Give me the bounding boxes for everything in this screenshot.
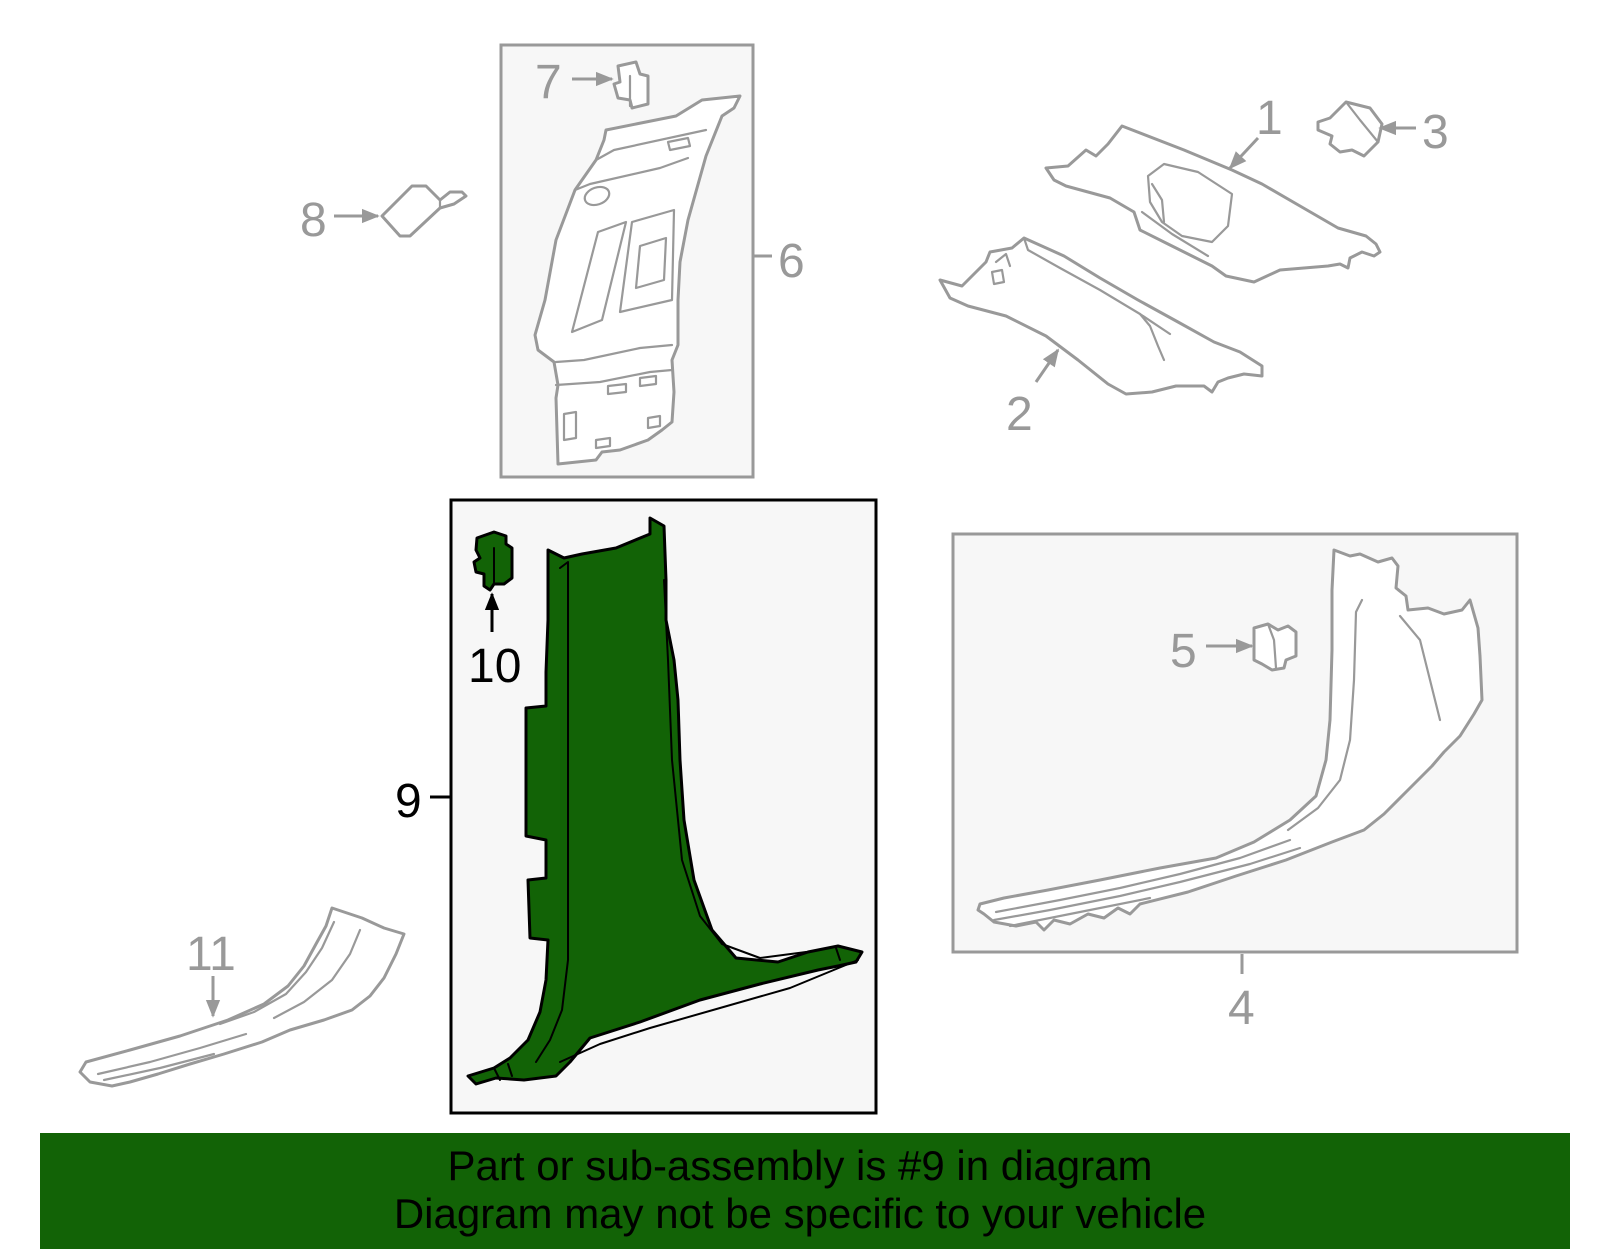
part-10-clip[interactable] — [472, 530, 514, 592]
info-banner: Part or sub-assembly is #9 in diagram Di… — [40, 1133, 1570, 1249]
part-4-sill-plate[interactable] — [976, 548, 1484, 932]
banner-line-2: Diagram may not be specific to your vehi… — [393, 1190, 1207, 1237]
callout-7: 7 — [535, 56, 562, 109]
part-1-trim-panel[interactable] — [1044, 124, 1382, 284]
callout-10: 10 — [468, 640, 521, 693]
callout-5: 5 — [1170, 625, 1197, 678]
callout-1: 1 — [1256, 92, 1283, 145]
part-7-clip[interactable] — [612, 60, 650, 110]
callout-11: 11 — [186, 928, 236, 981]
banner-line-1: Part or sub-assembly is #9 in diagram — [447, 1142, 1153, 1189]
callout-6: 6 — [778, 235, 805, 288]
callout-4: 4 — [1228, 982, 1255, 1035]
part-5-clip[interactable] — [1252, 622, 1298, 672]
callout-2: 2 — [1006, 388, 1033, 441]
callout-8: 8 — [300, 194, 327, 247]
part-6-upper-trim[interactable] — [533, 94, 742, 466]
part-2-trim-panel[interactable] — [938, 236, 1264, 396]
part-11-rear-sill[interactable] — [78, 906, 406, 1088]
callout-3: 3 — [1422, 106, 1449, 159]
part-8-lamp[interactable] — [380, 184, 468, 238]
part-9-group: 10 9 — [395, 498, 878, 1115]
part-6-group: 7 6 — [499, 43, 805, 479]
part-3-clip[interactable] — [1316, 100, 1384, 158]
part-9-b-pillar-lower-trim[interactable] — [466, 516, 864, 1086]
part-4-group: 5 4 — [951, 532, 1519, 1035]
callout-9: 9 — [395, 775, 422, 828]
